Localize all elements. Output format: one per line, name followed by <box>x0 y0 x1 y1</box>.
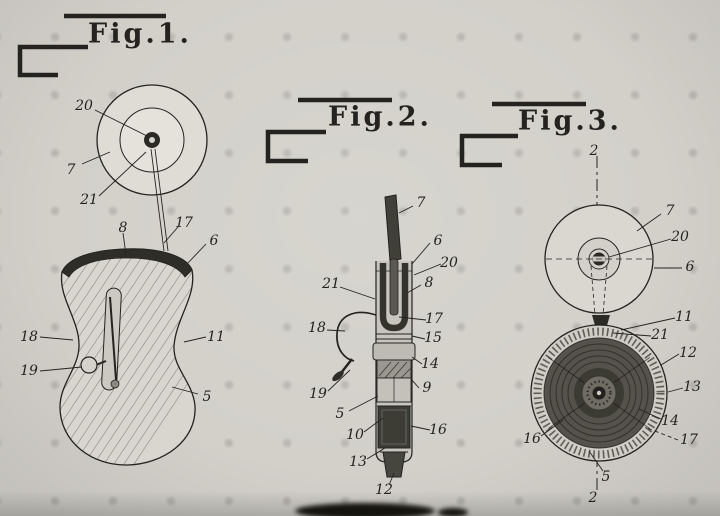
fig1-callout-5: 5 <box>202 389 212 405</box>
fig2-title: Fig.2. <box>328 101 432 133</box>
fig3-callout-21: 21 <box>651 327 669 343</box>
fig2-callout-19: 19 <box>309 386 327 402</box>
fig2-callout-10: 10 <box>346 427 364 443</box>
fig2-callout-7: 7 <box>416 195 426 211</box>
fig2-callout-6: 6 <box>433 233 443 249</box>
fig1-knob <box>80 356 107 374</box>
fig3-upper-pulley <box>544 204 654 314</box>
fig2-inner-rod <box>389 258 399 316</box>
fig1-callout-21: 21 <box>80 192 98 208</box>
fig1-flourish <box>17 13 166 78</box>
fig1-lever-slot <box>101 287 122 391</box>
fig3-callout-14: 14 <box>661 413 679 429</box>
fig1-callout-18: 18 <box>20 329 38 345</box>
fig3-callout-2-top: 2 <box>589 143 599 159</box>
fig2-callout-14: 14 <box>421 356 439 372</box>
fig1-title: Fig.1. <box>88 18 192 50</box>
fig2-callout-5: 5 <box>335 406 345 422</box>
fig2-collar <box>372 342 416 361</box>
fig2-callout-16: 16 <box>429 422 447 438</box>
fig2-callout-9: 9 <box>422 380 432 396</box>
fig1-drawing <box>59 84 208 466</box>
fig3-wheel <box>530 324 668 462</box>
fig3-callout-20: 20 <box>671 229 689 245</box>
scan-smudge <box>295 503 435 516</box>
fig1-callout-6: 6 <box>209 233 219 249</box>
fig3-drawing <box>530 156 668 494</box>
fig3-callout-5: 5 <box>601 469 611 485</box>
fig2-callout-20: 20 <box>440 255 458 271</box>
fig2-leader-lines <box>326 205 442 486</box>
fig3-flourish <box>459 101 586 168</box>
fig2-channel <box>379 263 409 332</box>
fig2-weight-block <box>377 405 411 449</box>
fig3-callout-6: 6 <box>685 259 695 275</box>
fig2-callout-12: 12 <box>375 482 393 498</box>
fig1-callout-17: 17 <box>175 215 193 231</box>
fig3-callout-12: 12 <box>679 345 697 361</box>
fig2-callout-8: 8 <box>424 275 434 291</box>
fig1-callout-7: 7 <box>66 162 76 178</box>
fig3-leader-lines <box>540 213 684 472</box>
fig2-flourish <box>265 97 392 164</box>
fig1-top-band <box>61 248 193 278</box>
scan-smudge-small <box>438 508 468 516</box>
fig2-section-hatch <box>378 361 412 379</box>
fig1-callout-8: 8 <box>118 220 128 236</box>
fig3-callout-16: 16 <box>523 431 541 447</box>
fig3-cord-drop <box>590 265 608 316</box>
fig2-callout-21: 21 <box>322 276 340 292</box>
fig2-drawing <box>332 194 416 478</box>
fig1-callout-11: 11 <box>207 329 225 345</box>
fig2-rod <box>384 194 402 262</box>
fig3-callout-13: 13 <box>683 379 701 395</box>
fig3-callout-11: 11 <box>675 309 693 325</box>
fig2-thumbscrew <box>332 358 353 382</box>
fig3-callout-7: 7 <box>665 203 675 219</box>
fig2-callout-15: 15 <box>424 330 442 346</box>
fig1-callout-20: 20 <box>75 98 93 114</box>
fig2-callout-17: 17 <box>425 311 443 327</box>
fig1-leader-lines <box>39 109 207 395</box>
fig2-tip <box>382 451 406 478</box>
fig1-cord <box>150 148 169 252</box>
fig3-title: Fig.3. <box>518 105 622 137</box>
fig3-callout-2-bottom: 2 <box>588 490 598 506</box>
fig1-pulley <box>96 84 208 196</box>
fig3-callout-17: 17 <box>680 432 698 448</box>
fig2-callout-13: 13 <box>349 454 367 470</box>
fig2-band-15 <box>376 333 412 340</box>
fig1-callout-19: 19 <box>20 363 38 379</box>
fig1-body <box>59 248 196 466</box>
fig2-callout-18: 18 <box>308 320 326 336</box>
fig2-hook <box>336 311 377 362</box>
